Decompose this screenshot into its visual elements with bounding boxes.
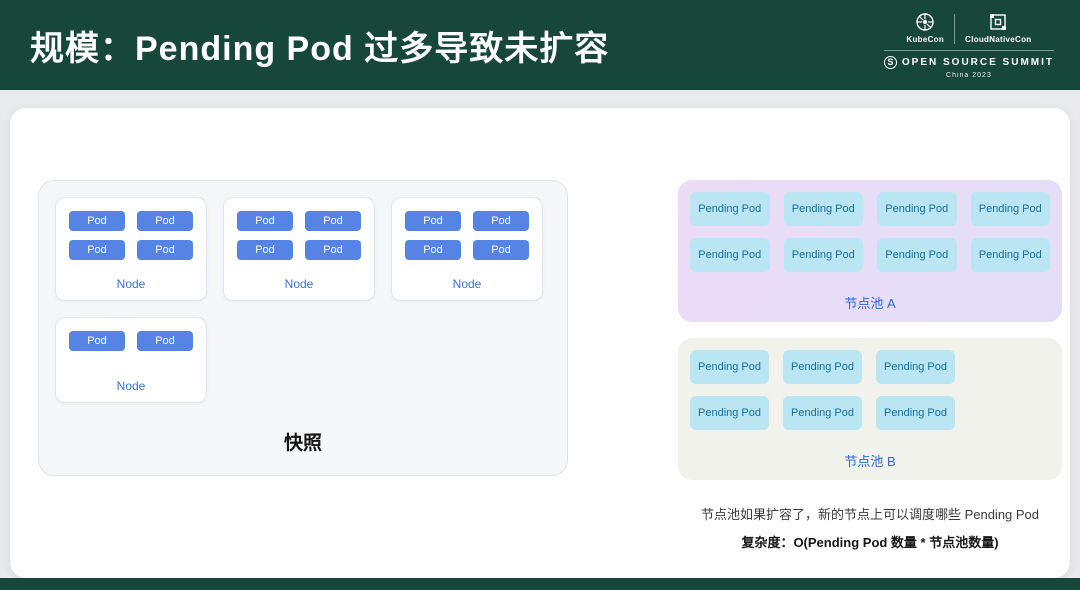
logo-divider	[954, 13, 956, 44]
note-line1: 节点池如果扩容了，新的节点上可以调度哪些 Pending Pod	[700, 507, 1040, 522]
pod-chip: Pod	[237, 211, 293, 231]
pending-pod-chip: Pending Pod	[876, 396, 955, 430]
node-label: Node	[116, 277, 146, 291]
pod-chip: Pod	[473, 240, 529, 260]
node-label: Node	[452, 277, 482, 291]
note-line2: 复杂度：O(Pending Pod 数量 * 节点池数量)	[741, 535, 999, 550]
footer-bar	[0, 578, 1080, 590]
header: 规模：Pending Pod 过多导致未扩容 KubeCon	[0, 0, 1080, 90]
pending-pod-chip: Pending Pod	[783, 396, 862, 430]
conference-logos: KubeCon CloudNativeCon	[906, 12, 1031, 49]
pending-pod-chip: Pending Pod	[690, 192, 770, 226]
kubecon-wheel-icon	[916, 12, 934, 31]
pending-pod-chip: Pending Pod	[690, 238, 770, 272]
cloudnativecon-label: CloudNativeCon	[965, 34, 1032, 44]
snapshot-label: 快照	[283, 433, 322, 454]
node-label: Node	[284, 277, 314, 291]
pool-a-label: 节点池 A	[844, 296, 896, 311]
pending-pod-chip: Pending Pod	[690, 396, 769, 430]
pod-chip: Pod	[405, 211, 461, 231]
kubecon-logo: KubeCon	[906, 12, 944, 44]
page-title: 规模：Pending Pod 过多导致未扩容	[30, 29, 610, 68]
pending-pod-chip: Pending Pod	[783, 192, 863, 226]
pending-pod-chip: Pending Pod	[877, 192, 957, 226]
pending-pod-chip: Pending Pod	[970, 238, 1050, 272]
node-label: Node	[116, 379, 146, 393]
pod-chip: Pod	[305, 240, 361, 260]
pending-pod-chip: Pending Pod	[877, 238, 957, 272]
open-source-summit-logo: S OPEN SOURCE SUMMIT	[883, 49, 1054, 69]
pending-pod-chip: Pending Pod	[690, 350, 769, 384]
pending-pod-chip: Pending Pod	[970, 192, 1050, 226]
pod-chip: Pod	[305, 211, 361, 231]
kubecon-label: KubeCon	[906, 34, 945, 44]
summit-label: OPEN SOURCE SUMMIT	[901, 56, 1054, 68]
pool-b-label: 节点池 B	[844, 454, 896, 469]
pending-pod-chip: Pending Pod	[783, 238, 863, 272]
china-2023-label: China 2023	[946, 71, 992, 79]
pod-chip: Pod	[69, 331, 125, 351]
pod-chip: Pod	[137, 240, 193, 260]
pod-chip: Pod	[237, 240, 293, 260]
logo-area: KubeCon CloudNativeCon S OPE	[883, 12, 1054, 79]
pod-chip: Pod	[137, 331, 193, 351]
pod-chip: Pod	[69, 211, 125, 231]
pending-pod-chip: Pending Pod	[876, 350, 955, 384]
summit-s-icon: S	[883, 55, 897, 69]
pod-chip: Pod	[69, 240, 125, 260]
pod-chip: Pod	[473, 211, 529, 231]
pod-chip: Pod	[405, 240, 461, 260]
pod-chip: Pod	[137, 211, 193, 231]
pods-grid: Pod Pod	[69, 331, 193, 351]
cloudnativecon-logo: CloudNativeCon	[965, 12, 1031, 44]
pending-pod-chip: Pending Pod	[783, 350, 862, 384]
cloudnativecon-icon	[990, 13, 1007, 30]
notes: 节点池如果扩容了，新的节点上可以调度哪些 Pending Pod 复杂度：O(P…	[678, 504, 1062, 551]
